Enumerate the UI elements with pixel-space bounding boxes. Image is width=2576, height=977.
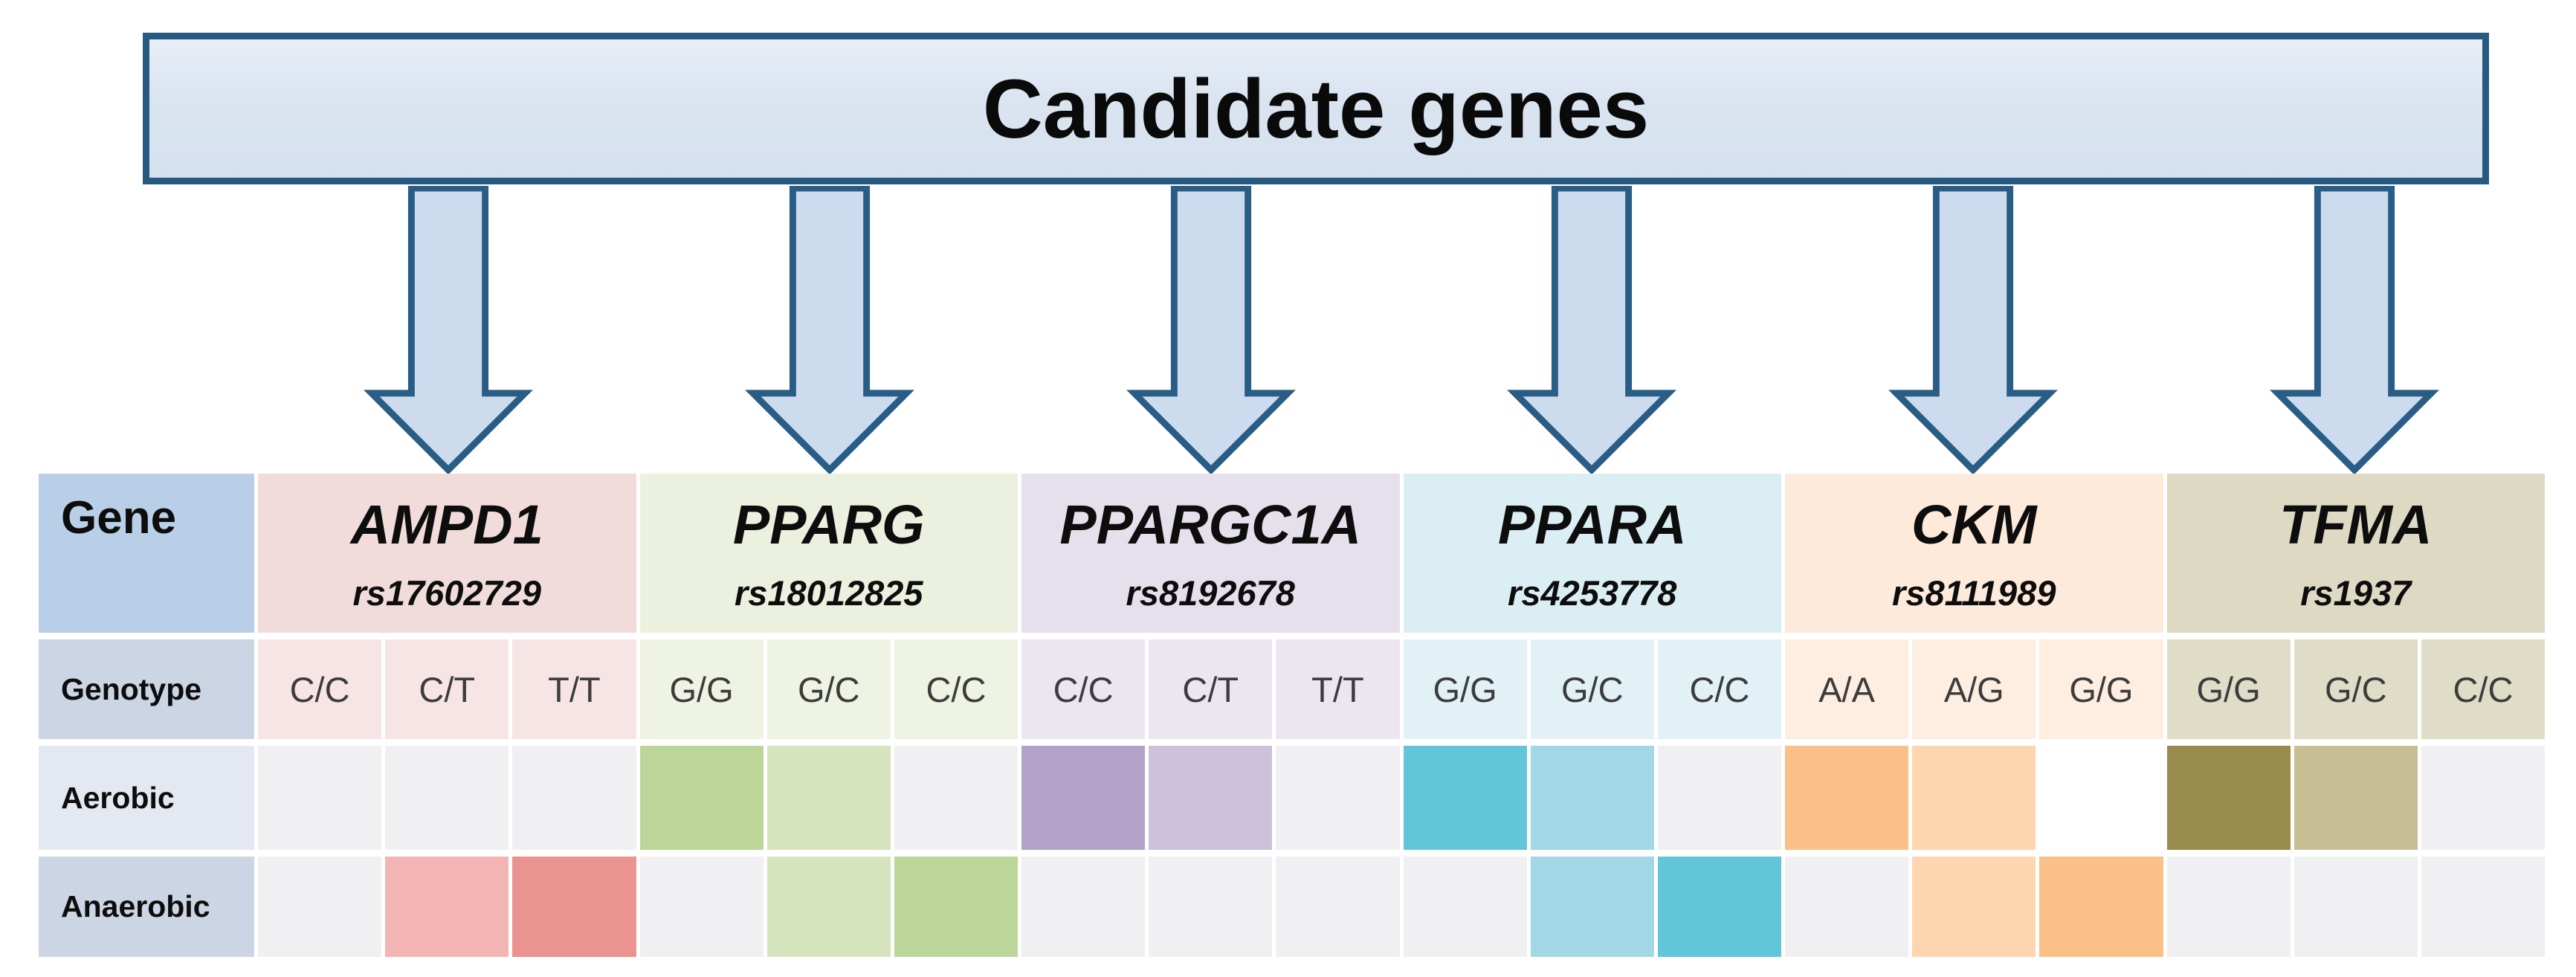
gene-name: PPARG — [732, 494, 925, 555]
aerobic-cell — [1530, 746, 1654, 850]
anaerobic-cell — [766, 857, 891, 957]
anaerobic-cell — [1785, 857, 1909, 957]
row-label-genotype: Genotype — [39, 639, 254, 739]
aerobic-cell — [894, 746, 1018, 850]
aerobic-cell — [1785, 746, 1909, 850]
arrows-row — [258, 186, 2545, 476]
gene-header-ppara: PPARA rs4253778 — [1403, 474, 1781, 633]
aerobic-cell — [1403, 746, 1527, 850]
anaerobic-cell — [2293, 857, 2418, 957]
row-label-anaerobic: Anaerobic — [39, 857, 254, 957]
gene-name: PPARGC1A — [1059, 494, 1362, 555]
arrow-slot — [1401, 186, 1783, 476]
genotype-cell: G/C — [2293, 639, 2418, 739]
anaerobic-cell — [2039, 857, 2163, 957]
anaerobic-cell — [1403, 857, 1527, 957]
genotype-cell: C/C — [894, 639, 1018, 739]
gene-rs-number: rs17602729 — [352, 573, 542, 613]
genotype-cell: A/A — [1785, 639, 1909, 739]
genotype-cell: G/C — [1530, 639, 1654, 739]
banner-title: Candidate genes — [982, 62, 1650, 155]
anaerobic-cell — [1021, 857, 1146, 957]
gene-rs-number: rs4253778 — [1508, 573, 1677, 613]
genotype-cell: C/C — [1657, 639, 1781, 739]
down-arrow-icon — [1888, 186, 2059, 475]
genotype-cell: G/G — [2166, 639, 2291, 739]
gene-header-ampd1: AMPD1 rs17602729 — [258, 474, 636, 633]
genotype-cell: C/T — [385, 639, 509, 739]
gene-rs-number: rs18012825 — [734, 573, 923, 613]
gene-rs-number: rs8192678 — [1126, 573, 1295, 613]
aerobic-cell — [512, 746, 636, 850]
row-label-aerobic: Aerobic — [39, 746, 254, 850]
genotype-cell: G/G — [1403, 639, 1527, 739]
gene-rs-number: rs1937 — [2300, 573, 2412, 613]
arrow-slot — [2163, 186, 2545, 476]
aerobic-cell — [1912, 746, 2036, 850]
aerobic-cell — [2039, 746, 2163, 850]
anaerobic-cell — [1912, 857, 2036, 957]
down-arrow-icon — [1507, 186, 1677, 475]
anaerobic-cell — [1530, 857, 1654, 957]
gene-header-ckm: CKM rs8111989 — [1785, 474, 2163, 633]
gene-column-header: Gene — [39, 474, 254, 633]
genotype-cell: C/T — [1149, 639, 1273, 739]
arrow-slot — [639, 186, 1021, 476]
aerobic-cell — [639, 746, 764, 850]
down-arrow-icon — [1126, 186, 1296, 475]
anaerobic-cell — [2421, 857, 2545, 957]
anaerobic-cell — [258, 857, 382, 957]
genotype-cell: C/C — [2421, 639, 2545, 739]
aerobic-cell — [766, 746, 891, 850]
arrow-slot — [1783, 186, 2164, 476]
genotype-cell: G/C — [766, 639, 891, 739]
aerobic-cell — [1149, 746, 1273, 850]
down-arrow-icon — [364, 186, 534, 475]
genotype-cell: T/T — [512, 639, 636, 739]
anaerobic-cell — [512, 857, 636, 957]
gene-name: PPARA — [1497, 494, 1687, 555]
genotype-cell: A/G — [1912, 639, 2036, 739]
aerobic-cell — [1276, 746, 1400, 850]
arrow-slot — [1020, 186, 1401, 476]
genotype-cell: T/T — [1276, 639, 1400, 739]
anaerobic-cell — [385, 857, 509, 957]
anaerobic-cell — [1149, 857, 1273, 957]
gene-table: Gene AMPD1 rs17602729 PPARG rs18012825 PPARGC… — [39, 474, 2545, 957]
aerobic-cell — [1021, 746, 1146, 850]
genotype-cell: C/C — [1021, 639, 1146, 739]
aerobic-cell — [258, 746, 382, 850]
aerobic-cell — [2421, 746, 2545, 850]
gene-header-ppargc1a: PPARGC1A rs8192678 — [1021, 474, 1400, 633]
aerobic-cell — [2166, 746, 2291, 850]
gene-header-pparg: PPARG rs18012825 — [639, 474, 1018, 633]
gene-rs-number: rs8111989 — [1892, 573, 2056, 613]
gene-name: TFMA — [2279, 494, 2433, 555]
down-arrow-icon — [2269, 186, 2439, 475]
aerobic-cell — [385, 746, 509, 850]
aerobic-cell — [1657, 746, 1781, 850]
gene-name: AMPD1 — [350, 494, 543, 555]
genotype-cell: C/C — [258, 639, 382, 739]
gene-name: CKM — [1911, 494, 2037, 555]
anaerobic-cell — [1276, 857, 1400, 957]
genotype-cell: G/G — [2039, 639, 2163, 739]
anaerobic-cell — [639, 857, 764, 957]
gene-header-tfma: TFMA rs1937 — [2166, 474, 2545, 633]
genotype-cell: G/G — [639, 639, 764, 739]
candidate-genes-box: Candidate genes — [143, 33, 2489, 184]
anaerobic-cell — [894, 857, 1018, 957]
arrow-slot — [258, 186, 639, 476]
down-arrow-icon — [745, 186, 914, 475]
aerobic-cell — [2293, 746, 2418, 850]
anaerobic-cell — [1657, 857, 1781, 957]
anaerobic-cell — [2166, 857, 2291, 957]
